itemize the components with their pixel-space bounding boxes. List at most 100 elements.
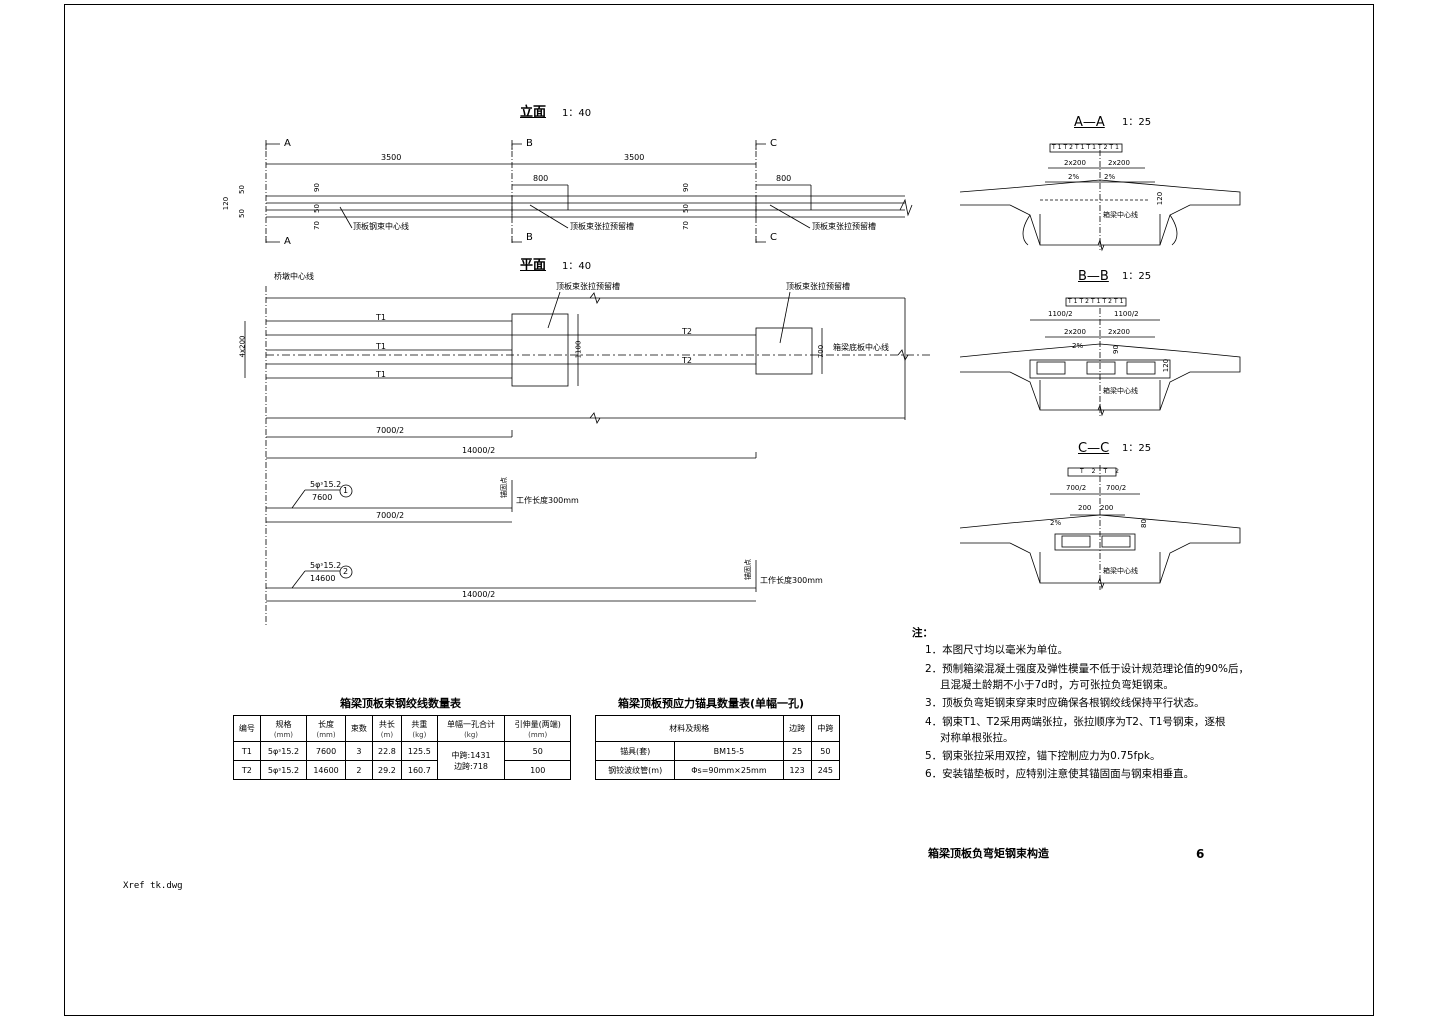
section-mark-c-top: C	[770, 138, 777, 149]
th-material: 材料及规格	[595, 715, 784, 742]
section-bb-90: 90	[1111, 345, 1120, 354]
section-mark-c-bottom: C	[770, 232, 777, 243]
th-mid-span: 中跨	[810, 715, 841, 742]
section-aa-center: 箱梁中心线	[1103, 211, 1138, 219]
pocket-label-plan-2: 顶板束张拉预留槽	[786, 282, 850, 291]
th-sum: 单幅一孔合计(kg)	[436, 715, 506, 742]
section-aa-slope-left: 2%	[1068, 173, 1080, 181]
drawing-title: 箱梁顶板负弯矩钢束构造	[928, 847, 1049, 860]
note-line-5: 4．钢束T1、T2采用两端张拉，张拉顺序为T2、T1号钢束，逐根	[925, 716, 1226, 728]
section-cc-80: 80	[1139, 519, 1148, 528]
tag: T1	[1086, 144, 1098, 151]
cell: 14600	[306, 760, 346, 780]
dim-3500-b: 3500	[624, 153, 645, 162]
tendon1-work-length: 工作长度300mm	[516, 496, 579, 505]
section-bb-dim-left: 2x200	[1064, 328, 1086, 336]
cell: 7600	[306, 741, 346, 761]
dim-90-a: 90	[312, 183, 321, 192]
dim-3500-a: 3500	[381, 153, 402, 162]
cell: 245	[810, 760, 841, 780]
tendon2-work-length: 工作长度300mm	[760, 576, 823, 585]
strand-quantity-table: 编号 规格(mm) 长度(mm) 束数 共长(m) 共重(kg) 单幅一孔合计(…	[233, 715, 571, 780]
table-row: 锚具(套) BM15-5 25 50	[594, 741, 841, 761]
pocket-label-b: 顶板束张拉预留槽	[570, 222, 634, 231]
dim-50-d: 50	[681, 204, 690, 213]
drawing-frame	[64, 4, 1374, 1016]
note-line-1: 1．本图尺寸均以毫米为单位。	[925, 644, 1069, 656]
section-bb-tags: T1T2T1T2T1	[1068, 299, 1125, 305]
section-cc-title: C—C	[1078, 441, 1110, 456]
tendon-label-t1-a: T1	[376, 313, 386, 322]
tag: T2	[1102, 298, 1114, 305]
note-line-8: 6．安装锚垫板时，应特别注意使其锚固面与钢束相垂直。	[925, 768, 1195, 780]
section-cc-half-right: 700/2	[1106, 484, 1127, 492]
dim-7000-2: 7000/2	[376, 426, 405, 435]
dim-1100: 1100	[574, 340, 583, 359]
th-elongation: 引伸量(两端)(mm)	[504, 715, 571, 742]
tag: T2	[1063, 144, 1075, 151]
dim-50-a: 50	[237, 185, 246, 194]
th-total-length: 共长(m)	[371, 715, 403, 742]
cell: 锚具(套)	[594, 741, 676, 761]
section-cc-tags: T2T2	[1080, 469, 1127, 475]
pocket-label-c: 顶板束张拉预留槽	[812, 222, 876, 231]
tag: T1	[1090, 298, 1103, 305]
dim-800-b: 800	[776, 174, 792, 183]
plan-title: 平面	[520, 258, 547, 273]
dim-70-b: 70	[681, 221, 690, 230]
cell: 3	[345, 741, 373, 761]
anchor-quantity-table: 材料及规格 边跨 中跨 锚具(套) BM15-5 25 50 钢铰波纹管(m) …	[594, 715, 841, 780]
elevation-scale: 1：40	[562, 108, 592, 119]
tag: T2	[1079, 298, 1091, 305]
th-spec: 规格(mm)	[259, 715, 308, 742]
section-bb-depth: 120	[1162, 358, 1171, 373]
section-cc-center: 箱梁中心线	[1103, 567, 1138, 575]
section-bb-half-left: 1100/2	[1048, 310, 1073, 318]
dim-70-a: 70	[312, 221, 321, 230]
section-bb-title: B—B	[1078, 269, 1109, 284]
dim-800-a: 800	[533, 174, 549, 183]
elevation-title: 立面	[520, 105, 547, 120]
section-bb-center: 箱梁中心线	[1103, 387, 1138, 395]
cell: 160.7	[401, 760, 438, 780]
tag: T2	[1103, 468, 1127, 475]
note-line-6: 对称单根张拉。	[940, 732, 1014, 744]
plan-scale: 1：40	[562, 261, 592, 272]
beam-centerline-label: 箱梁底板中心线	[833, 343, 889, 352]
cell: 22.8	[371, 741, 403, 761]
cell: T1	[233, 741, 261, 761]
cell: 5φˢ15.2	[259, 741, 308, 761]
table-row: T2 5φˢ15.2 14600 2 29.2 160.7 100	[233, 760, 571, 780]
section-aa-slope-right: 2%	[1104, 173, 1116, 181]
section-aa-dim-right: 2x200	[1108, 159, 1130, 167]
section-aa-depth: 120	[1156, 191, 1165, 206]
th-total-weight: 共重(kg)	[401, 715, 438, 742]
cell: 125.5	[401, 741, 438, 761]
section-mark-b-top: B	[526, 138, 533, 149]
note-line-4: 3．顶板负弯矩钢束穿束时应确保各根钢绞线保持平行状态。	[925, 697, 1205, 709]
section-aa-dim-left: 2x200	[1064, 159, 1086, 167]
dim-50-b: 50	[237, 209, 246, 218]
cell: 2	[345, 760, 373, 780]
section-cc-slope: 2%	[1050, 519, 1062, 527]
tendon2-number: 2	[343, 567, 349, 576]
cell: 钢铰波纹管(m)	[594, 760, 676, 780]
tendon-label-t2-a: T2	[682, 327, 692, 336]
tendon2-dim: 14000/2	[462, 590, 496, 599]
tag: T1	[1109, 144, 1121, 151]
tendon-label-t1-c: T1	[376, 370, 386, 379]
tendon1-number: 1	[343, 486, 349, 495]
cell: 5φˢ15.2	[259, 760, 308, 780]
cell: 123	[782, 760, 812, 780]
table1-title: 箱梁顶板束钢绞线数量表	[340, 697, 461, 710]
tendon-centerline-label: 顶板钢束中心线	[353, 222, 409, 231]
tag: T1	[1074, 144, 1087, 151]
th-side-span: 边跨	[782, 715, 812, 742]
cell: 100	[504, 760, 571, 780]
section-bb-scale: 1：25	[1122, 271, 1152, 282]
tendon2-anchor: 锚固点	[744, 559, 752, 580]
xref-label: Xref tk.dwg	[123, 881, 183, 891]
table2-title: 箱梁顶板预应力锚具数量表(单幅一孔)	[618, 697, 805, 710]
tag: T1	[1068, 298, 1080, 305]
